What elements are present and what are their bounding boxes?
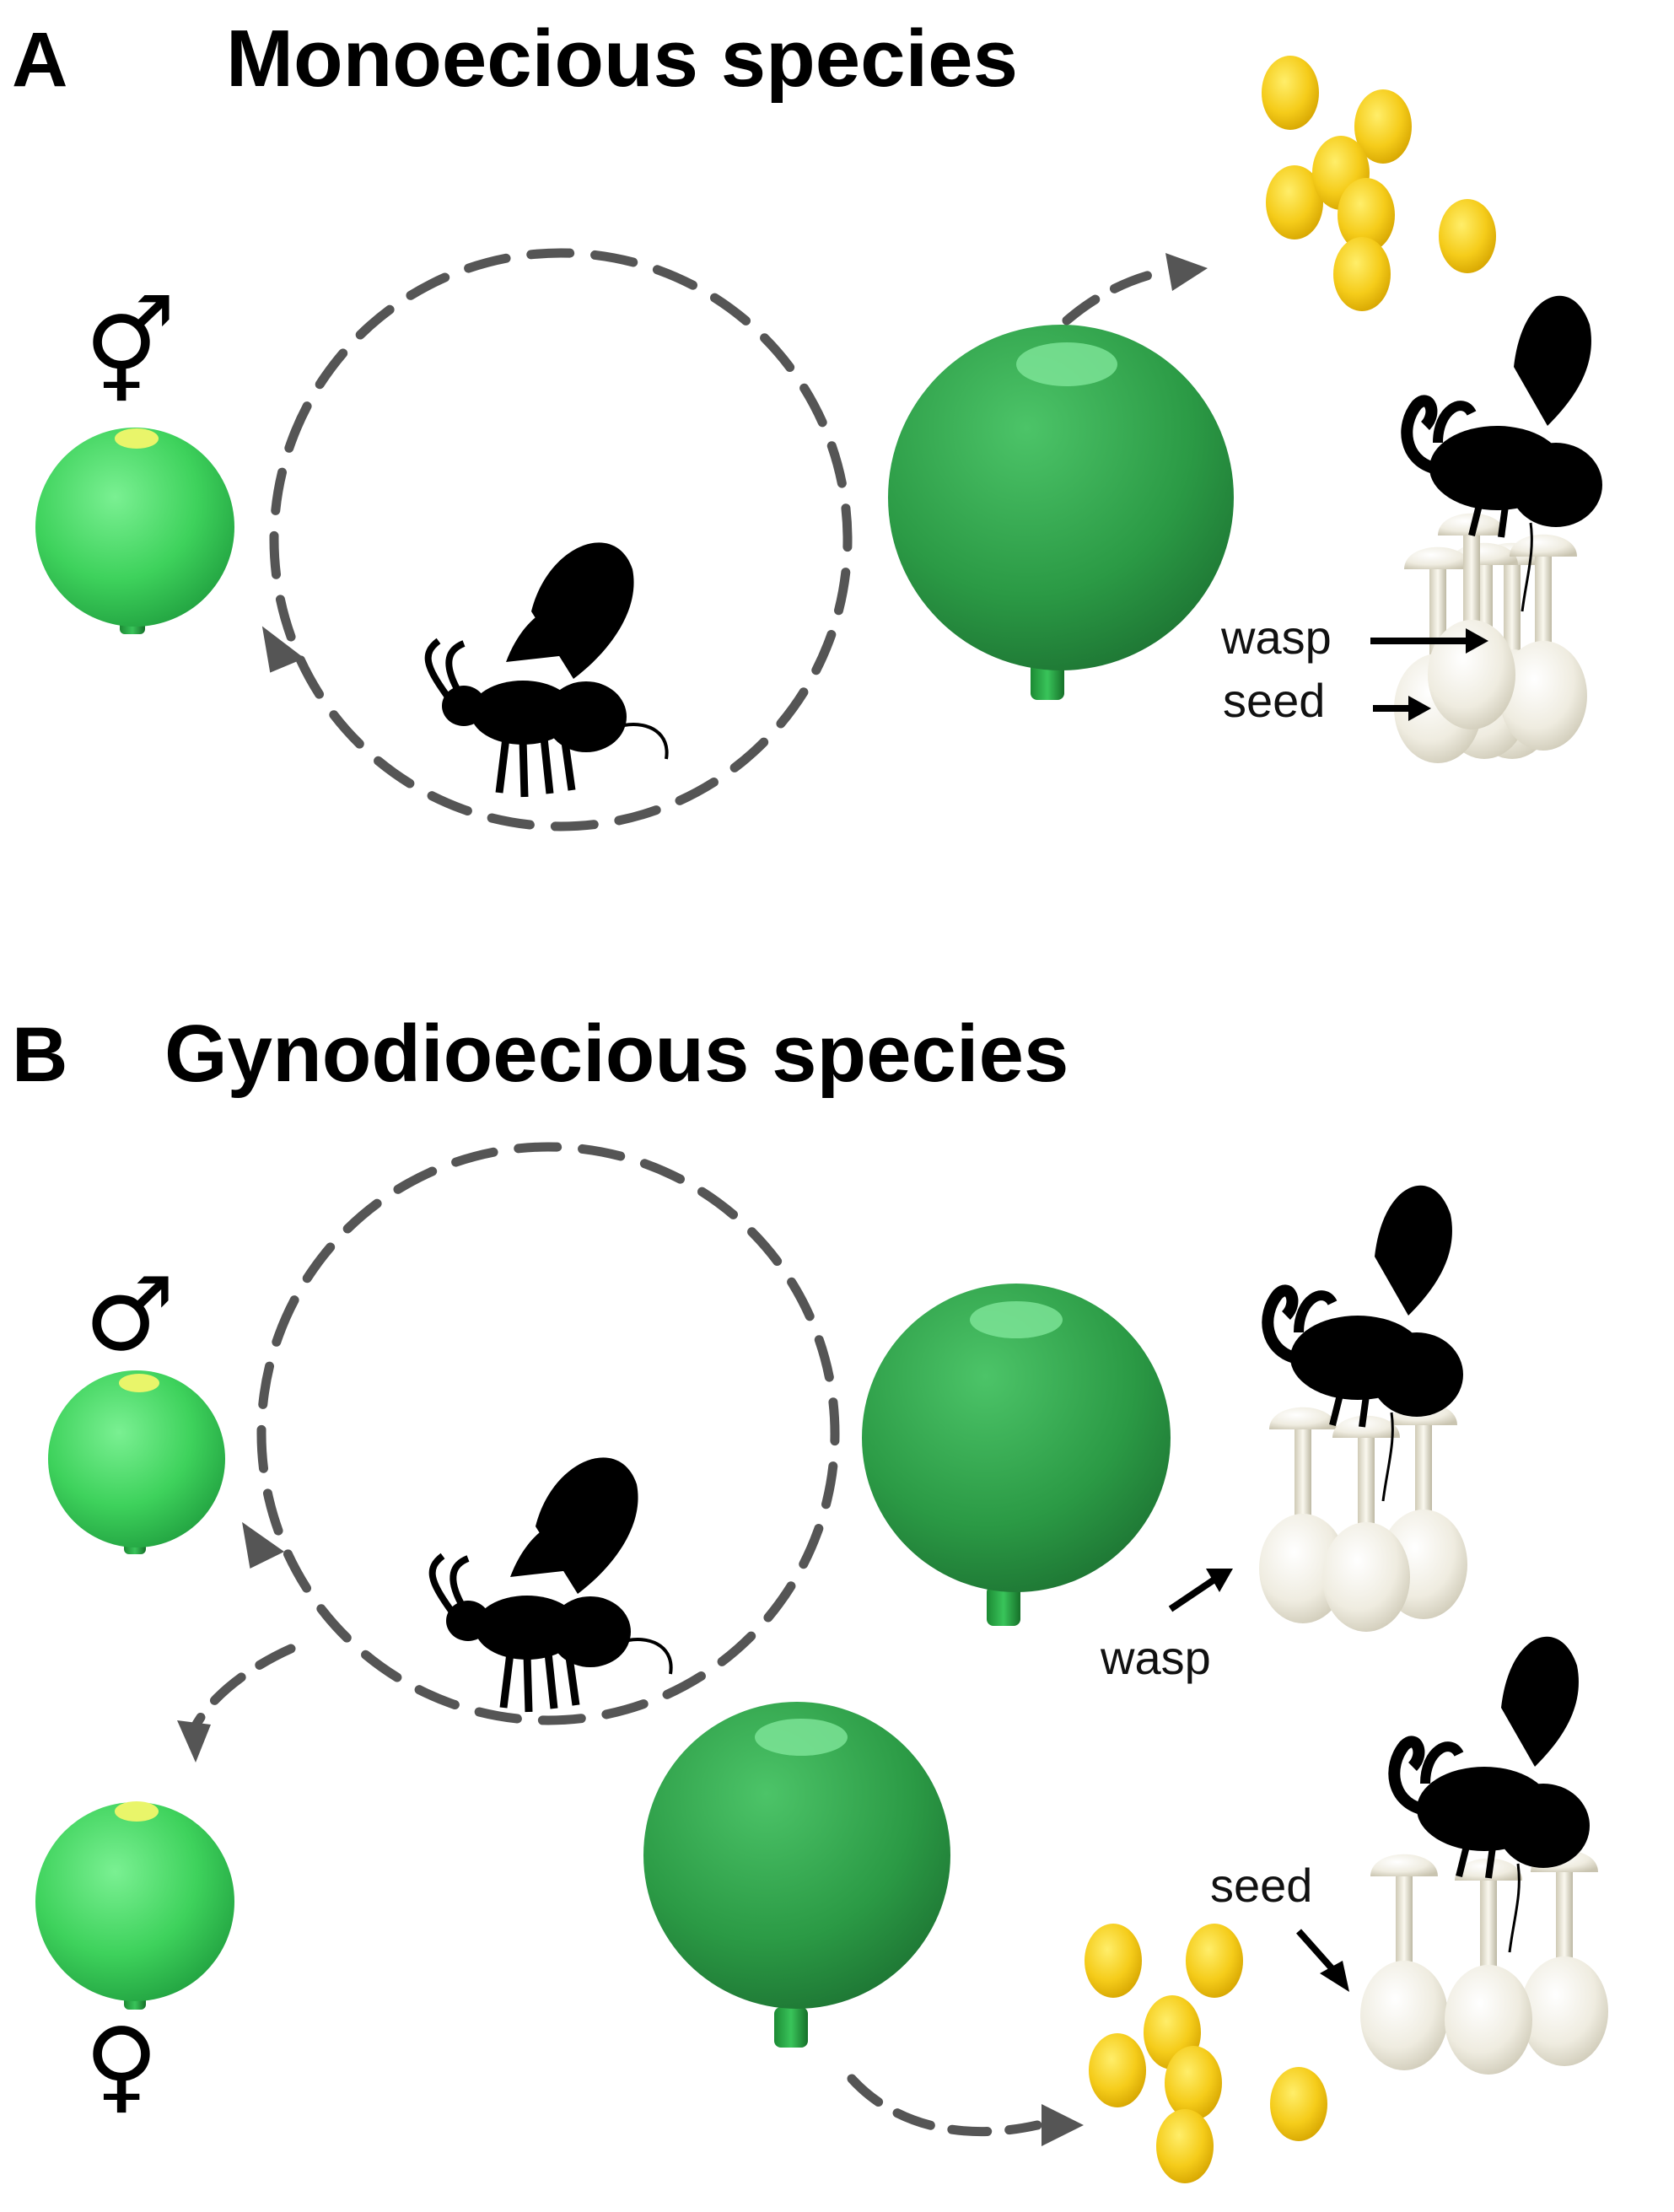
female-fig-icon xyxy=(35,1801,234,2010)
female-symbol: ♀ xyxy=(84,2007,159,2124)
cycle-arrow-icon xyxy=(177,1142,840,1763)
male-symbol: ♂ xyxy=(84,1257,175,1374)
panel-a: A Monoecious species ⚥ xyxy=(12,13,1602,832)
label-seed: seed xyxy=(1223,674,1325,727)
panel-b-letter: B xyxy=(12,1012,67,1098)
seed-release-arrow-icon xyxy=(847,2074,1084,2146)
seed-pointer xyxy=(1296,1929,1335,1972)
label-wasp: wasp xyxy=(1100,1631,1211,1684)
wasp-silhouette-icon xyxy=(428,542,667,797)
seed-release-arrow-icon xyxy=(1062,253,1208,326)
panel-a-letter: A xyxy=(12,17,67,103)
label-wasp: wasp xyxy=(1220,611,1332,664)
large-fig-icon xyxy=(862,1284,1171,1626)
wasp-pointer xyxy=(1168,1576,1217,1612)
wasp-silhouette-icon xyxy=(433,1457,671,1712)
small-fig-icon xyxy=(35,428,234,634)
panel-b: B Gynodioecious species ♂ ♀ xyxy=(12,1009,1608,2183)
ovary-cluster-icon xyxy=(1259,1402,1467,1632)
seed-cluster-icon xyxy=(1262,56,1496,311)
male-fig-icon xyxy=(48,1370,225,1554)
ovary-cluster-icon xyxy=(1360,1849,1608,2075)
seed-cluster-icon xyxy=(1085,1924,1327,2183)
cycle-arrow-icon xyxy=(261,248,853,832)
panel-a-title: Monoecious species xyxy=(226,13,1018,104)
large-fig-icon xyxy=(888,325,1234,700)
hermaphrodite-symbol: ⚥ xyxy=(84,295,175,412)
label-seed: seed xyxy=(1210,1859,1312,1912)
large-fig-icon xyxy=(643,1702,950,2048)
panel-b-title: Gynodioecious species xyxy=(164,1009,1068,1099)
